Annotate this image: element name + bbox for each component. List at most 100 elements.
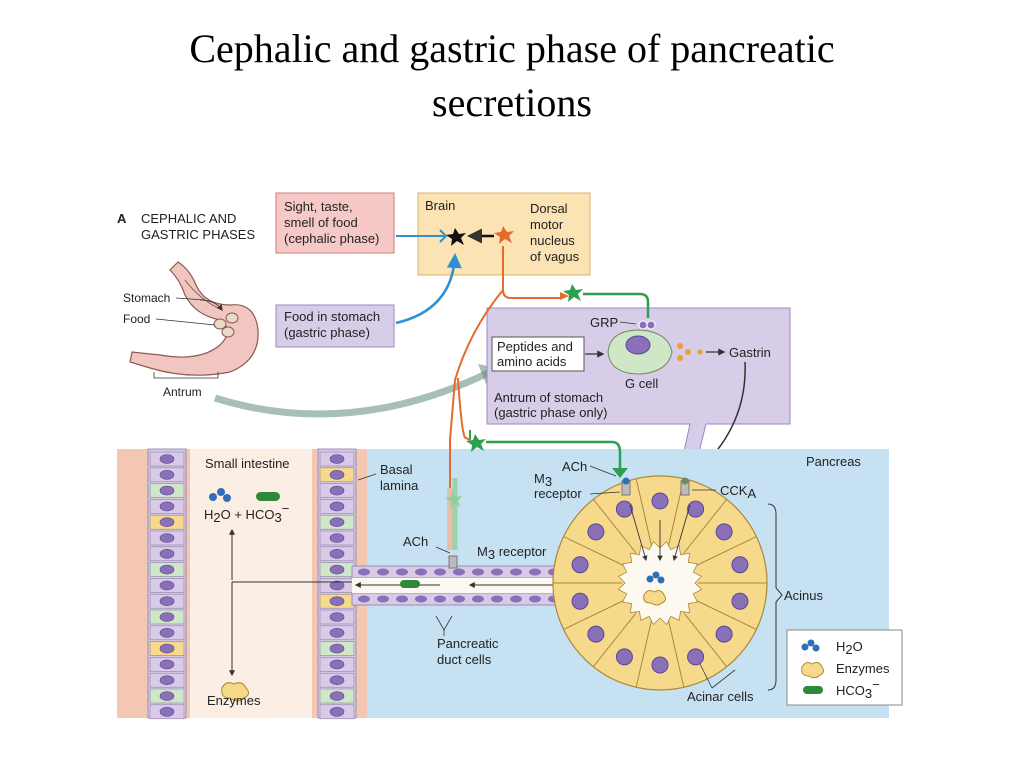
epithelial-cell: [319, 657, 355, 672]
duct-cell-nucleus: [396, 568, 408, 576]
epithelial-cell: [149, 657, 185, 672]
duct-cell-nucleus: [510, 595, 522, 603]
cephalic-line-1: Sight, taste,: [284, 199, 353, 214]
pancreas-label: Pancreas: [806, 454, 861, 469]
enzyme-blob-icon: [221, 682, 250, 702]
duct-cell-nucleus: [434, 595, 446, 603]
small-intestine-label: Small intestine: [205, 456, 290, 471]
duct-cell-nucleus: [415, 595, 427, 603]
antrum-label: Antrum: [163, 385, 202, 399]
epithelial-cell: [319, 546, 355, 562]
legend-h2o: H2O: [836, 639, 863, 657]
antrum-box-line-1: Antrum of stomach: [494, 390, 603, 405]
duct-cell-nucleus: [434, 568, 446, 576]
duct-cell-nucleus: [396, 595, 408, 603]
acinar-cell-nucleus: [731, 556, 749, 574]
epithelial-cell: [319, 483, 355, 498]
acinar-ach-label: ACh: [562, 459, 587, 474]
acinar-cell-nucleus: [571, 592, 589, 610]
epithelial-cell: [319, 467, 355, 483]
vagus-line-4: of vagus: [530, 249, 580, 264]
acinus: [552, 475, 768, 691]
epithelial-cell: [149, 514, 185, 530]
gastric-phase-box: Food in stomach (gastric phase): [275, 304, 395, 348]
duct-cell-nucleus: [491, 595, 503, 603]
neuron-star-icon: [445, 492, 462, 508]
m3-receptor-duct: [448, 555, 458, 569]
basal-lamina-line-2: lamina: [380, 478, 419, 493]
duct-cell-nucleus: [529, 568, 541, 576]
duct-cell-nucleus: [472, 595, 484, 603]
epithelial-cell: [319, 688, 355, 704]
epithelial-cell: [319, 704, 355, 720]
ccka-label: CCKA: [720, 483, 756, 501]
epithelial-cell: [319, 578, 355, 593]
acinar-m3-line-1: M3: [534, 471, 552, 489]
h2o-drop-icon: [209, 488, 231, 502]
cephalic-line-2: smell of food: [284, 215, 358, 230]
neuron-star-icon: [446, 228, 466, 246]
brain-box: Brain Dorsal motor nucleus of vagus: [396, 192, 591, 276]
acinar-m3-line-2: receptor: [534, 486, 582, 501]
duct-cell-nucleus: [377, 568, 389, 576]
epithelial-cell: [319, 609, 355, 625]
slide-title: Cephalic and gastric phase of pancreatic…: [0, 22, 1024, 130]
epithelial-cell: [149, 625, 185, 641]
duct-cell-nucleus: [377, 595, 389, 603]
enzyme-blob-icon: [643, 590, 667, 606]
acinar-cell-nucleus: [587, 625, 605, 643]
intestine-h2o-hco3: H2O + HCO3−: [204, 501, 289, 525]
hco3-pill-icon: [256, 492, 280, 501]
epithelial-cell: [319, 562, 355, 577]
duct-cell-nucleus: [510, 568, 522, 576]
epithelial-cell: [149, 641, 185, 656]
intestine-enzymes-label: Enzymes: [207, 693, 261, 708]
epithelial-cell: [149, 609, 185, 625]
h2o-drop-icon: [646, 571, 665, 584]
epithelial-cell: [319, 499, 355, 514]
acinar-cells-label: Acinar cells: [687, 689, 754, 704]
title-line-2: secretions: [432, 80, 592, 125]
duct-cell-nucleus: [472, 568, 484, 576]
gastric-line-1: Food in stomach: [284, 309, 380, 324]
enzyme-blob-icon: [801, 662, 825, 679]
gastrin-label: Gastrin: [729, 345, 771, 360]
h2o-drop-icon: [801, 639, 820, 652]
stomach-drawing: [129, 261, 259, 376]
hco3-pill-icon: [400, 580, 420, 588]
duct-cells-line-1: Pancreatic: [437, 636, 499, 651]
acinar-cell-nucleus: [587, 523, 605, 541]
epithelial-cell: [149, 704, 185, 720]
acinar-cell-nucleus: [715, 625, 733, 643]
legend: H2O Enzymes HCO3−: [786, 629, 903, 706]
cephalic-phase-box: Sight, taste, smell of food (cephalic ph…: [275, 192, 395, 254]
epithelial-cell: [149, 562, 185, 577]
antrum-box: Peptides and amino acids GRP Gastrin G c…: [486, 307, 791, 489]
peptides-line-1: Peptides and: [497, 339, 573, 354]
gastric-to-brain-arrow-icon: [395, 253, 462, 325]
epithelial-cell: [149, 546, 185, 562]
hco3-pill-icon: [803, 686, 823, 694]
basal-lamina-line-1: Basal: [380, 462, 413, 477]
antrum-box-line-2: (gastric phase only): [494, 405, 607, 420]
epithelial-cell: [149, 672, 185, 688]
peptides-line-2: amino acids: [497, 354, 567, 369]
duct-m3-receptor-label: M3 receptor: [477, 544, 547, 562]
epithelial-cell: [319, 672, 355, 688]
epithelial-cell: [319, 625, 355, 641]
antrum-flow-arrow-icon: [213, 368, 492, 418]
epithelial-cell: [319, 530, 355, 546]
epithelial-cell: [149, 483, 185, 498]
acinar-cell-nucleus: [651, 656, 669, 674]
acinar-cell-nucleus: [615, 648, 633, 666]
gastric-line-2: (gastric phase): [284, 325, 370, 340]
legend-enzymes: Enzymes: [836, 661, 890, 676]
epithelial-cell: [149, 451, 185, 467]
neuron-star-icon: [494, 226, 514, 244]
pancreatic-duct: [351, 565, 585, 606]
duct-cells-line-2: duct cells: [437, 652, 492, 667]
epithelial-cell: [319, 514, 355, 530]
duct-cell-nucleus: [491, 568, 503, 576]
neuron-star-icon: [466, 434, 486, 452]
